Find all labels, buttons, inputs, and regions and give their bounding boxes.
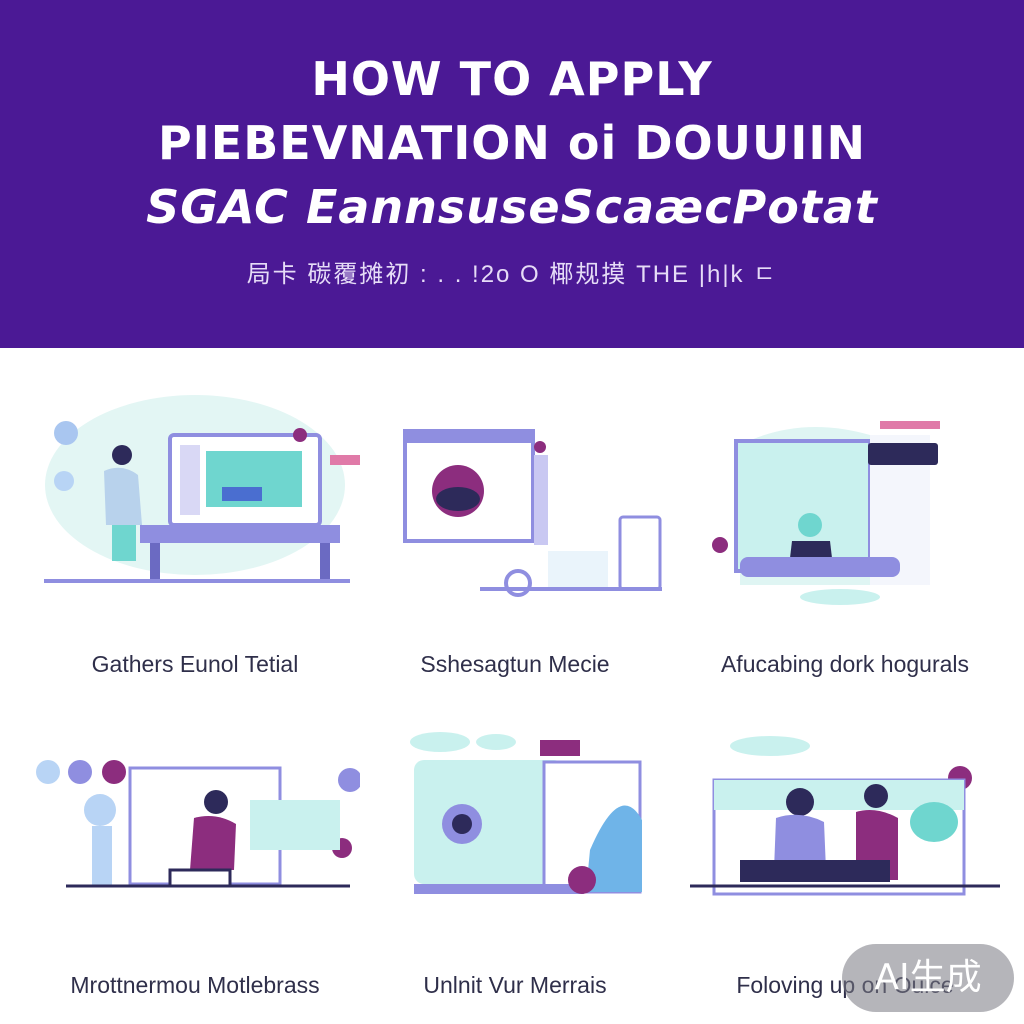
- step-card-4: Mrottnermou Motlebrass: [30, 720, 360, 998]
- header-banner: HOW TO APPLY PIEBEVNATION oi DOUUIIN SGA…: [0, 0, 1024, 348]
- step-caption: Afucabing dork hogurals: [720, 651, 970, 677]
- step-card-5: Unlnit Vur Merrais: [350, 720, 680, 998]
- banner-subtitle: 局卡 碳覆摊初 : . . !2o O 椰规摸 THE |h|k ㄷ: [246, 261, 778, 288]
- step-card-2: Sshesagtun Mecie: [350, 375, 680, 677]
- step-caption: Unlnit Vur Merrais: [423, 972, 607, 998]
- title-line-1: HOW TO APPLY: [311, 52, 713, 106]
- person-at-desktop-illustration: [44, 395, 360, 583]
- team-meeting-illustration: [690, 736, 1000, 896]
- step-card-3: Afucabing dork hogurals: [680, 375, 1010, 677]
- presenter-at-screen-illustration: [712, 421, 940, 605]
- ai-generated-badge: AI生成: [842, 944, 1014, 1012]
- step-caption: Sshesagtun Mecie: [420, 651, 610, 677]
- title-line-3: SGAC EannsuseScaæcPotat: [146, 180, 878, 234]
- person-at-laptop-illustration: [36, 760, 360, 888]
- tablet-screen-illustration: [410, 732, 642, 894]
- step-card-6: Foloving up on Ouice: [680, 720, 1010, 998]
- step-caption: Mrottnermou Motlebrass: [70, 972, 320, 998]
- title-line-2: PIEBEVNATION oi DOUUIIN: [157, 116, 867, 170]
- browser-window-illustration: [403, 429, 662, 597]
- step-caption: Gathers Eunol Tetial: [91, 651, 299, 677]
- step-card-1: Gathers Eunol Tetial: [30, 375, 360, 677]
